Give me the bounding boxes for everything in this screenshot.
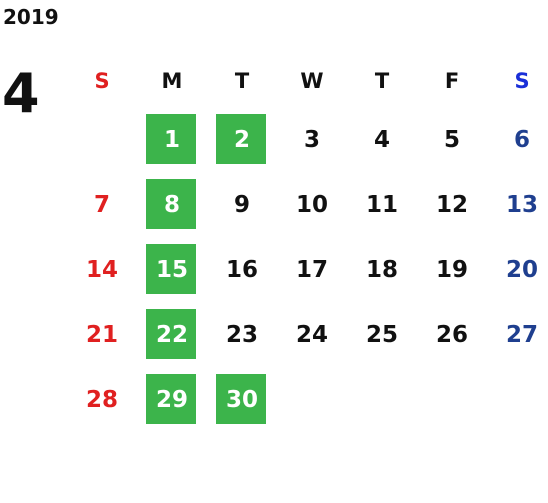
- day-cell: 5: [417, 107, 487, 172]
- day-number: 11: [365, 191, 398, 218]
- weekday-friday: F: [444, 69, 460, 93]
- day-cell: 8: [137, 172, 207, 237]
- day-cell: 16: [207, 237, 277, 302]
- day-number: 29: [155, 386, 188, 413]
- day-number: 27: [505, 321, 538, 348]
- year-label: 2019: [3, 5, 59, 29]
- day-number: 24: [295, 321, 328, 348]
- day-cell: 24: [277, 302, 347, 367]
- day-cell: 11: [347, 172, 417, 237]
- day-cell: 2: [207, 107, 277, 172]
- week-row: 1 2 3 4 5 6: [67, 107, 548, 172]
- week-row: 21 22 23 24 25 26 27: [67, 302, 548, 367]
- day-number: 17: [295, 256, 328, 283]
- empty-day-cell: [67, 107, 137, 172]
- day-cell: 12: [417, 172, 487, 237]
- day-number: 7: [93, 191, 110, 218]
- day-number: 4: [373, 126, 390, 153]
- weekday-monday: M: [161, 69, 183, 93]
- day-number: 8: [163, 191, 180, 218]
- day-cell: 6: [487, 107, 548, 172]
- day-number: 23: [225, 321, 258, 348]
- day-cell: 1: [137, 107, 207, 172]
- weekday-saturday: S: [514, 69, 530, 93]
- empty-day-cell: [347, 367, 417, 432]
- day-cell: 17: [277, 237, 347, 302]
- day-number: 16: [225, 256, 258, 283]
- day-cell: 7: [67, 172, 137, 237]
- day-cell: 9: [207, 172, 277, 237]
- day-number: 30: [225, 386, 258, 413]
- day-number: 6: [513, 126, 530, 153]
- day-cell: 26: [417, 302, 487, 367]
- day-cell: 30: [207, 367, 277, 432]
- day-number: 14: [85, 256, 118, 283]
- day-number: 28: [85, 386, 118, 413]
- day-cell: 4: [347, 107, 417, 172]
- day-cell: 29: [137, 367, 207, 432]
- weekday-header-row: S M T W T F S: [67, 55, 548, 107]
- empty-day-cell: [417, 367, 487, 432]
- day-cell: 21: [67, 302, 137, 367]
- day-number: 5: [443, 126, 460, 153]
- day-number: 25: [365, 321, 398, 348]
- day-number: 13: [505, 191, 538, 218]
- day-number: 22: [155, 321, 188, 348]
- day-cell: 10: [277, 172, 347, 237]
- week-row: 28 29 30: [67, 367, 548, 432]
- day-cell: 13: [487, 172, 548, 237]
- day-number: 2: [233, 126, 250, 153]
- empty-day-cell: [487, 367, 548, 432]
- day-cell: 27: [487, 302, 548, 367]
- day-number: 9: [233, 191, 250, 218]
- day-number: 26: [435, 321, 468, 348]
- day-number: 19: [435, 256, 468, 283]
- day-number: 3: [303, 126, 320, 153]
- day-number: 15: [155, 256, 188, 283]
- day-cell: 22: [137, 302, 207, 367]
- weekday-tuesday: T: [234, 69, 250, 93]
- day-number: 21: [85, 321, 118, 348]
- week-row: 7 8 9 10 11 12 13: [67, 172, 548, 237]
- day-number: 1: [163, 126, 180, 153]
- week-row: 14 15 16 17 18 19 20: [67, 237, 548, 302]
- day-number: 10: [295, 191, 328, 218]
- day-number: 12: [435, 191, 468, 218]
- day-cell: 20: [487, 237, 548, 302]
- day-cell: 23: [207, 302, 277, 367]
- day-cell: 25: [347, 302, 417, 367]
- weekday-wednesday: W: [300, 69, 324, 93]
- weekday-thursday: T: [374, 69, 390, 93]
- day-cell: 15: [137, 237, 207, 302]
- day-number: 18: [365, 256, 398, 283]
- weekday-sunday: S: [94, 69, 110, 93]
- month-number: 4: [2, 62, 40, 125]
- day-number: 20: [505, 256, 538, 283]
- day-cell: 18: [347, 237, 417, 302]
- day-cell: 28: [67, 367, 137, 432]
- empty-day-cell: [277, 367, 347, 432]
- day-cell: 3: [277, 107, 347, 172]
- day-cell: 19: [417, 237, 487, 302]
- day-cell: 14: [67, 237, 137, 302]
